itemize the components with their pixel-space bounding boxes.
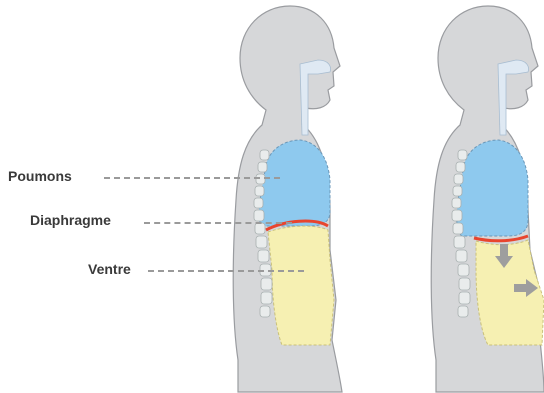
label-lungs: Poumons (8, 168, 72, 184)
figure-right (431, 6, 544, 392)
belly-right (476, 240, 544, 345)
label-diaphragm: Diaphragme (30, 212, 111, 228)
leader-diaphragm (144, 222, 292, 224)
label-belly: Ventre (88, 261, 131, 277)
leader-belly (148, 270, 304, 272)
belly-left (268, 226, 334, 345)
leader-lungs (104, 177, 280, 179)
figure-left (233, 6, 342, 392)
